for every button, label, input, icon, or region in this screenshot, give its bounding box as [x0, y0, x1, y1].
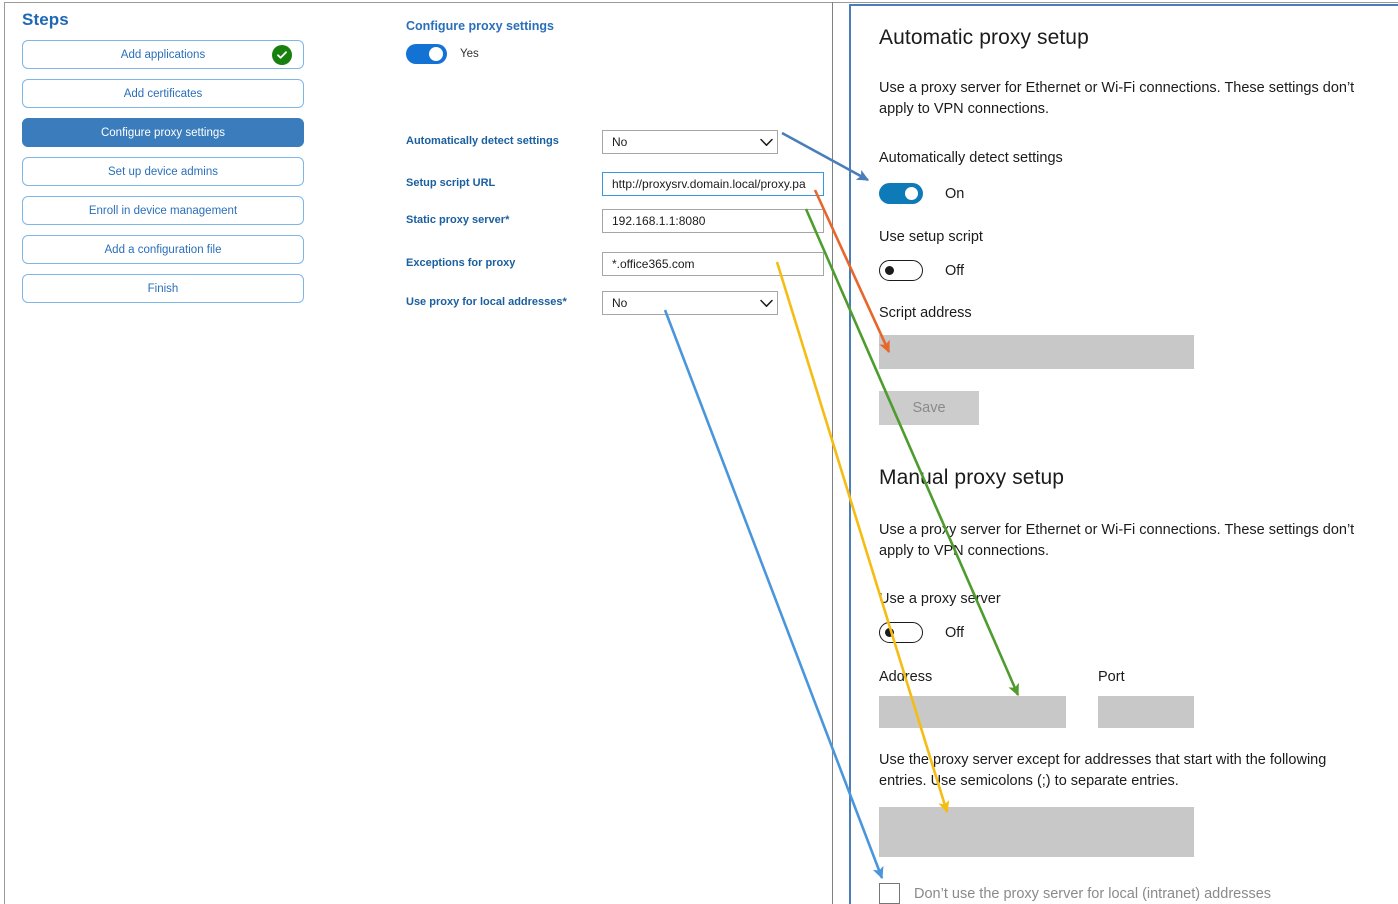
use-setup-script-toggle-row: Off [879, 260, 964, 281]
use-setup-script-label: Use setup script [879, 229, 983, 245]
address-label: Address [879, 669, 933, 685]
field-label-text: Use proxy for local addresses [406, 296, 563, 308]
field-value: http://proxysrv.domain.local/proxy.pa [612, 177, 806, 191]
step-item-label: Add certificates [123, 87, 203, 100]
port-label: Port [1098, 669, 1125, 685]
step-item-label: Enroll in device management [88, 204, 238, 217]
use-proxy-server-label: Use a proxy server [879, 591, 1001, 607]
step-item-label: Set up device admins [108, 165, 218, 178]
auto-detect-label: Automatically detect settings [879, 150, 1063, 166]
step-item-label: Configure proxy settings [100, 126, 225, 139]
left-divider [4, 2, 5, 904]
automatic-proxy-heading: Automatic proxy setup [879, 26, 1089, 49]
field-value: *.office365.com [612, 257, 695, 271]
proxy-form-panel: Configure proxy settings Yes Automatical… [406, 0, 826, 904]
input-static-proxy-server[interactable]: 192.168.1.1:8080 [602, 209, 824, 233]
local-addresses-checkbox[interactable] [879, 883, 900, 904]
field-label-setup-script-url: Setup script URL [406, 177, 495, 189]
select-automatically-detect-settings[interactable]: No [602, 130, 778, 154]
windows-proxy-settings-panel: Automatic proxy setup Use a proxy server… [849, 4, 1398, 904]
field-label-use-proxy-for-local-addresses: Use proxy for local addresses* [406, 296, 567, 308]
input-exceptions-for-proxy[interactable]: *.office365.com [602, 252, 824, 276]
step-item-configure-proxy-settings[interactable]: Configure proxy settings [22, 118, 304, 147]
field-value: No [612, 296, 628, 310]
step-item-label: Finish [147, 282, 179, 295]
automatic-proxy-description: Use a proxy server for Ethernet or Wi-Fi… [879, 80, 1355, 117]
column-divider [832, 2, 833, 904]
step-item-enroll-in-device-management[interactable]: Enroll in device management [22, 196, 304, 225]
auto-detect-toggle-row: On [879, 183, 964, 204]
required-marker: * [562, 296, 567, 308]
required-marker: * [505, 214, 510, 226]
use-proxy-server-toggle-row: Off [879, 622, 964, 643]
local-addresses-checkbox-row[interactable]: Don’t use the proxy server for local (in… [879, 883, 1271, 904]
exceptions-description: Use the proxy server except for addresse… [879, 752, 1327, 789]
auto-detect-toggle-state: On [945, 185, 965, 202]
auto-detect-toggle[interactable] [879, 183, 923, 204]
top-divider [4, 2, 1398, 3]
exceptions-input[interactable] [879, 807, 1194, 857]
manual-proxy-description: Use a proxy server for Ethernet or Wi-Fi… [879, 522, 1355, 559]
input-setup-script-url[interactable]: http://proxysrv.domain.local/proxy.pa [602, 172, 824, 196]
local-addresses-checkbox-label: Don’t use the proxy server for local (in… [914, 885, 1272, 902]
field-label-text: Setup script URL [406, 177, 496, 189]
configure-proxy-toggle[interactable] [406, 44, 447, 64]
chevron-down-icon [759, 296, 773, 310]
use-setup-script-toggle-state: Off [945, 262, 965, 279]
step-item-label: Add a configuration file [104, 243, 222, 256]
chevron-down-icon [759, 135, 773, 149]
field-label-static-proxy-server: Static proxy server* [406, 214, 509, 226]
manual-proxy-heading: Manual proxy setup [879, 466, 1065, 489]
configure-proxy-toggle-label: Yes [460, 48, 479, 60]
field-label-exceptions-for-proxy: Exceptions for proxy [406, 257, 515, 269]
step-item-add-certificates[interactable]: Add certificates [22, 79, 304, 108]
field-value: 192.168.1.1:8080 [612, 214, 706, 228]
save-button[interactable]: Save [879, 391, 979, 425]
script-address-input[interactable] [879, 335, 1194, 369]
use-setup-script-toggle[interactable] [879, 260, 923, 281]
field-label-text: Automatically detect settings [406, 135, 559, 147]
step-item-label: Add applications [120, 48, 206, 61]
use-proxy-server-toggle-state: Off [945, 624, 965, 641]
select-use-proxy-for-local-addresses[interactable]: No [602, 291, 778, 315]
field-value: No [612, 135, 628, 149]
step-item-finish[interactable]: Finish [22, 274, 304, 303]
address-input[interactable] [879, 696, 1066, 728]
configure-proxy-toggle-row: Yes [406, 44, 479, 64]
field-label-automatically-detect-settings: Automatically detect settings [406, 135, 559, 147]
use-proxy-server-toggle[interactable] [879, 622, 923, 643]
step-item-add-a-configuration-file[interactable]: Add a configuration file [22, 235, 304, 264]
form-heading: Configure proxy settings [406, 19, 554, 33]
check-icon [272, 44, 292, 65]
step-item-set-up-device-admins[interactable]: Set up device admins [22, 157, 304, 186]
script-address-label: Script address [879, 305, 972, 321]
field-label-text: Static proxy server [406, 214, 506, 226]
port-input[interactable] [1098, 696, 1194, 728]
field-label-text: Exceptions for proxy [406, 257, 516, 269]
steps-title: Steps [22, 10, 69, 29]
step-item-add-applications[interactable]: Add applications [22, 40, 304, 69]
